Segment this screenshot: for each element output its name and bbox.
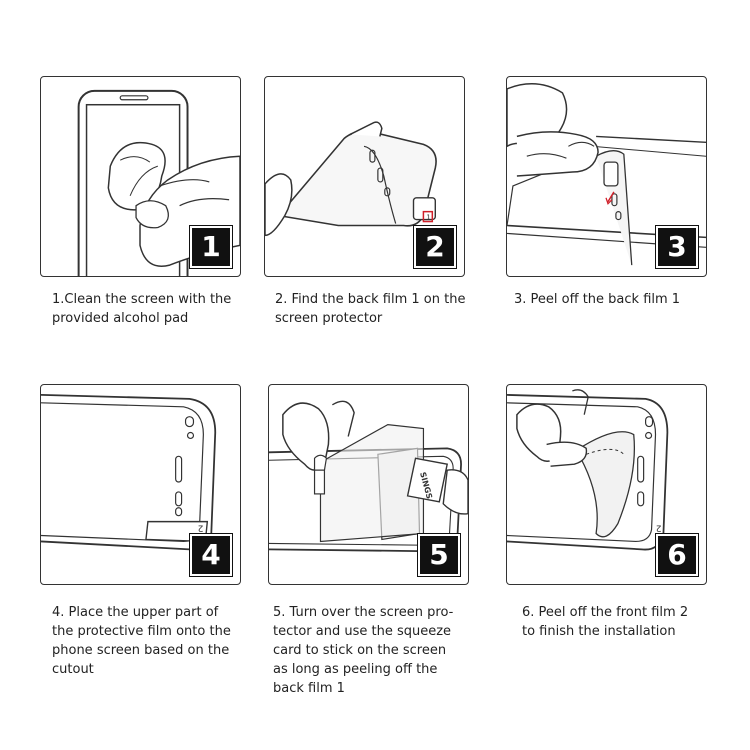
step-3-caption: 3. Peel off the back film 1 xyxy=(514,292,681,307)
step-4-panel: 2 4 xyxy=(40,384,241,585)
step-2-panel: 1 2 xyxy=(264,76,465,277)
peel-back-film-illustration xyxy=(507,83,706,266)
step-5-number-badge: 5 xyxy=(417,533,461,577)
back-film-illustration: 1 xyxy=(265,121,437,237)
step-2-caption: 2. Find the back film 1 on the screen pr… xyxy=(275,292,466,326)
step-5-caption: 5. Turn over the screen pro- tector and … xyxy=(273,605,454,696)
step-4-number-badge: 4 xyxy=(189,533,233,577)
film-1-tab-label: 1 xyxy=(426,214,430,222)
step-1-panel: 1 xyxy=(40,76,241,277)
step-1-number-badge: 1 xyxy=(189,225,233,269)
step-5-panel: SINGS 5 xyxy=(268,384,469,585)
film-2-label: 2 xyxy=(656,523,662,533)
step-2-number-badge: 2 xyxy=(413,225,457,269)
step-6-panel: 2 6 xyxy=(506,384,707,585)
step-4-caption: 4. Place the upper part of the protectiv… xyxy=(52,605,231,677)
step-3-number-badge: 3 xyxy=(655,225,699,269)
squeeze-card-illustration: SINGS xyxy=(269,400,468,553)
peel-front-film-illustration: 2 xyxy=(507,389,669,551)
step-3-panel: 3 xyxy=(506,76,707,277)
step-6-caption: 6. Peel off the front film 2 to finish t… xyxy=(522,605,689,639)
step-6-number-badge: 6 xyxy=(655,533,699,577)
film-2-tab-label: 2 xyxy=(198,523,204,533)
step-1-caption: 1.Clean the screen with the provided alc… xyxy=(52,292,232,326)
